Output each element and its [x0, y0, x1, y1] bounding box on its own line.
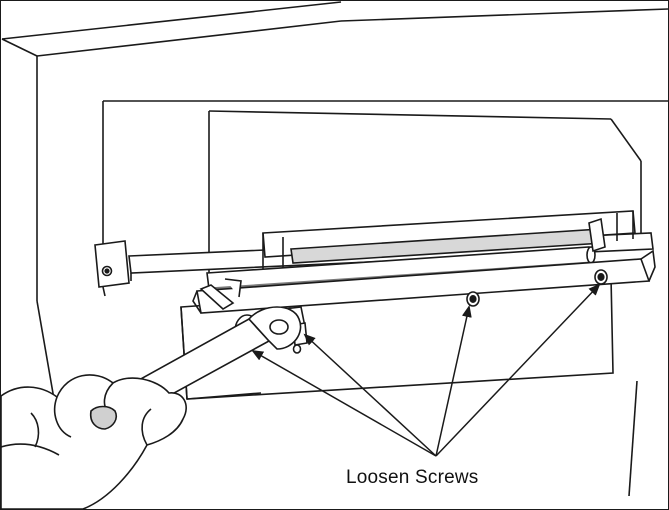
hand-illustration [1, 374, 187, 509]
screw-right-icon [594, 269, 608, 285]
plate-screws [292, 269, 608, 354]
mounting-plate [180, 249, 656, 400]
left-end-bracket [94, 240, 130, 288]
hinge-tab [199, 278, 242, 310]
screw-left-lower-icon [292, 344, 302, 354]
screw-middle-icon [466, 291, 480, 307]
carriage-housing [262, 210, 636, 273]
cabinet-shell [1, 1, 668, 452]
callout-arrows [251, 283, 601, 457]
loosen-screws-label: Loosen Screws [346, 467, 479, 488]
